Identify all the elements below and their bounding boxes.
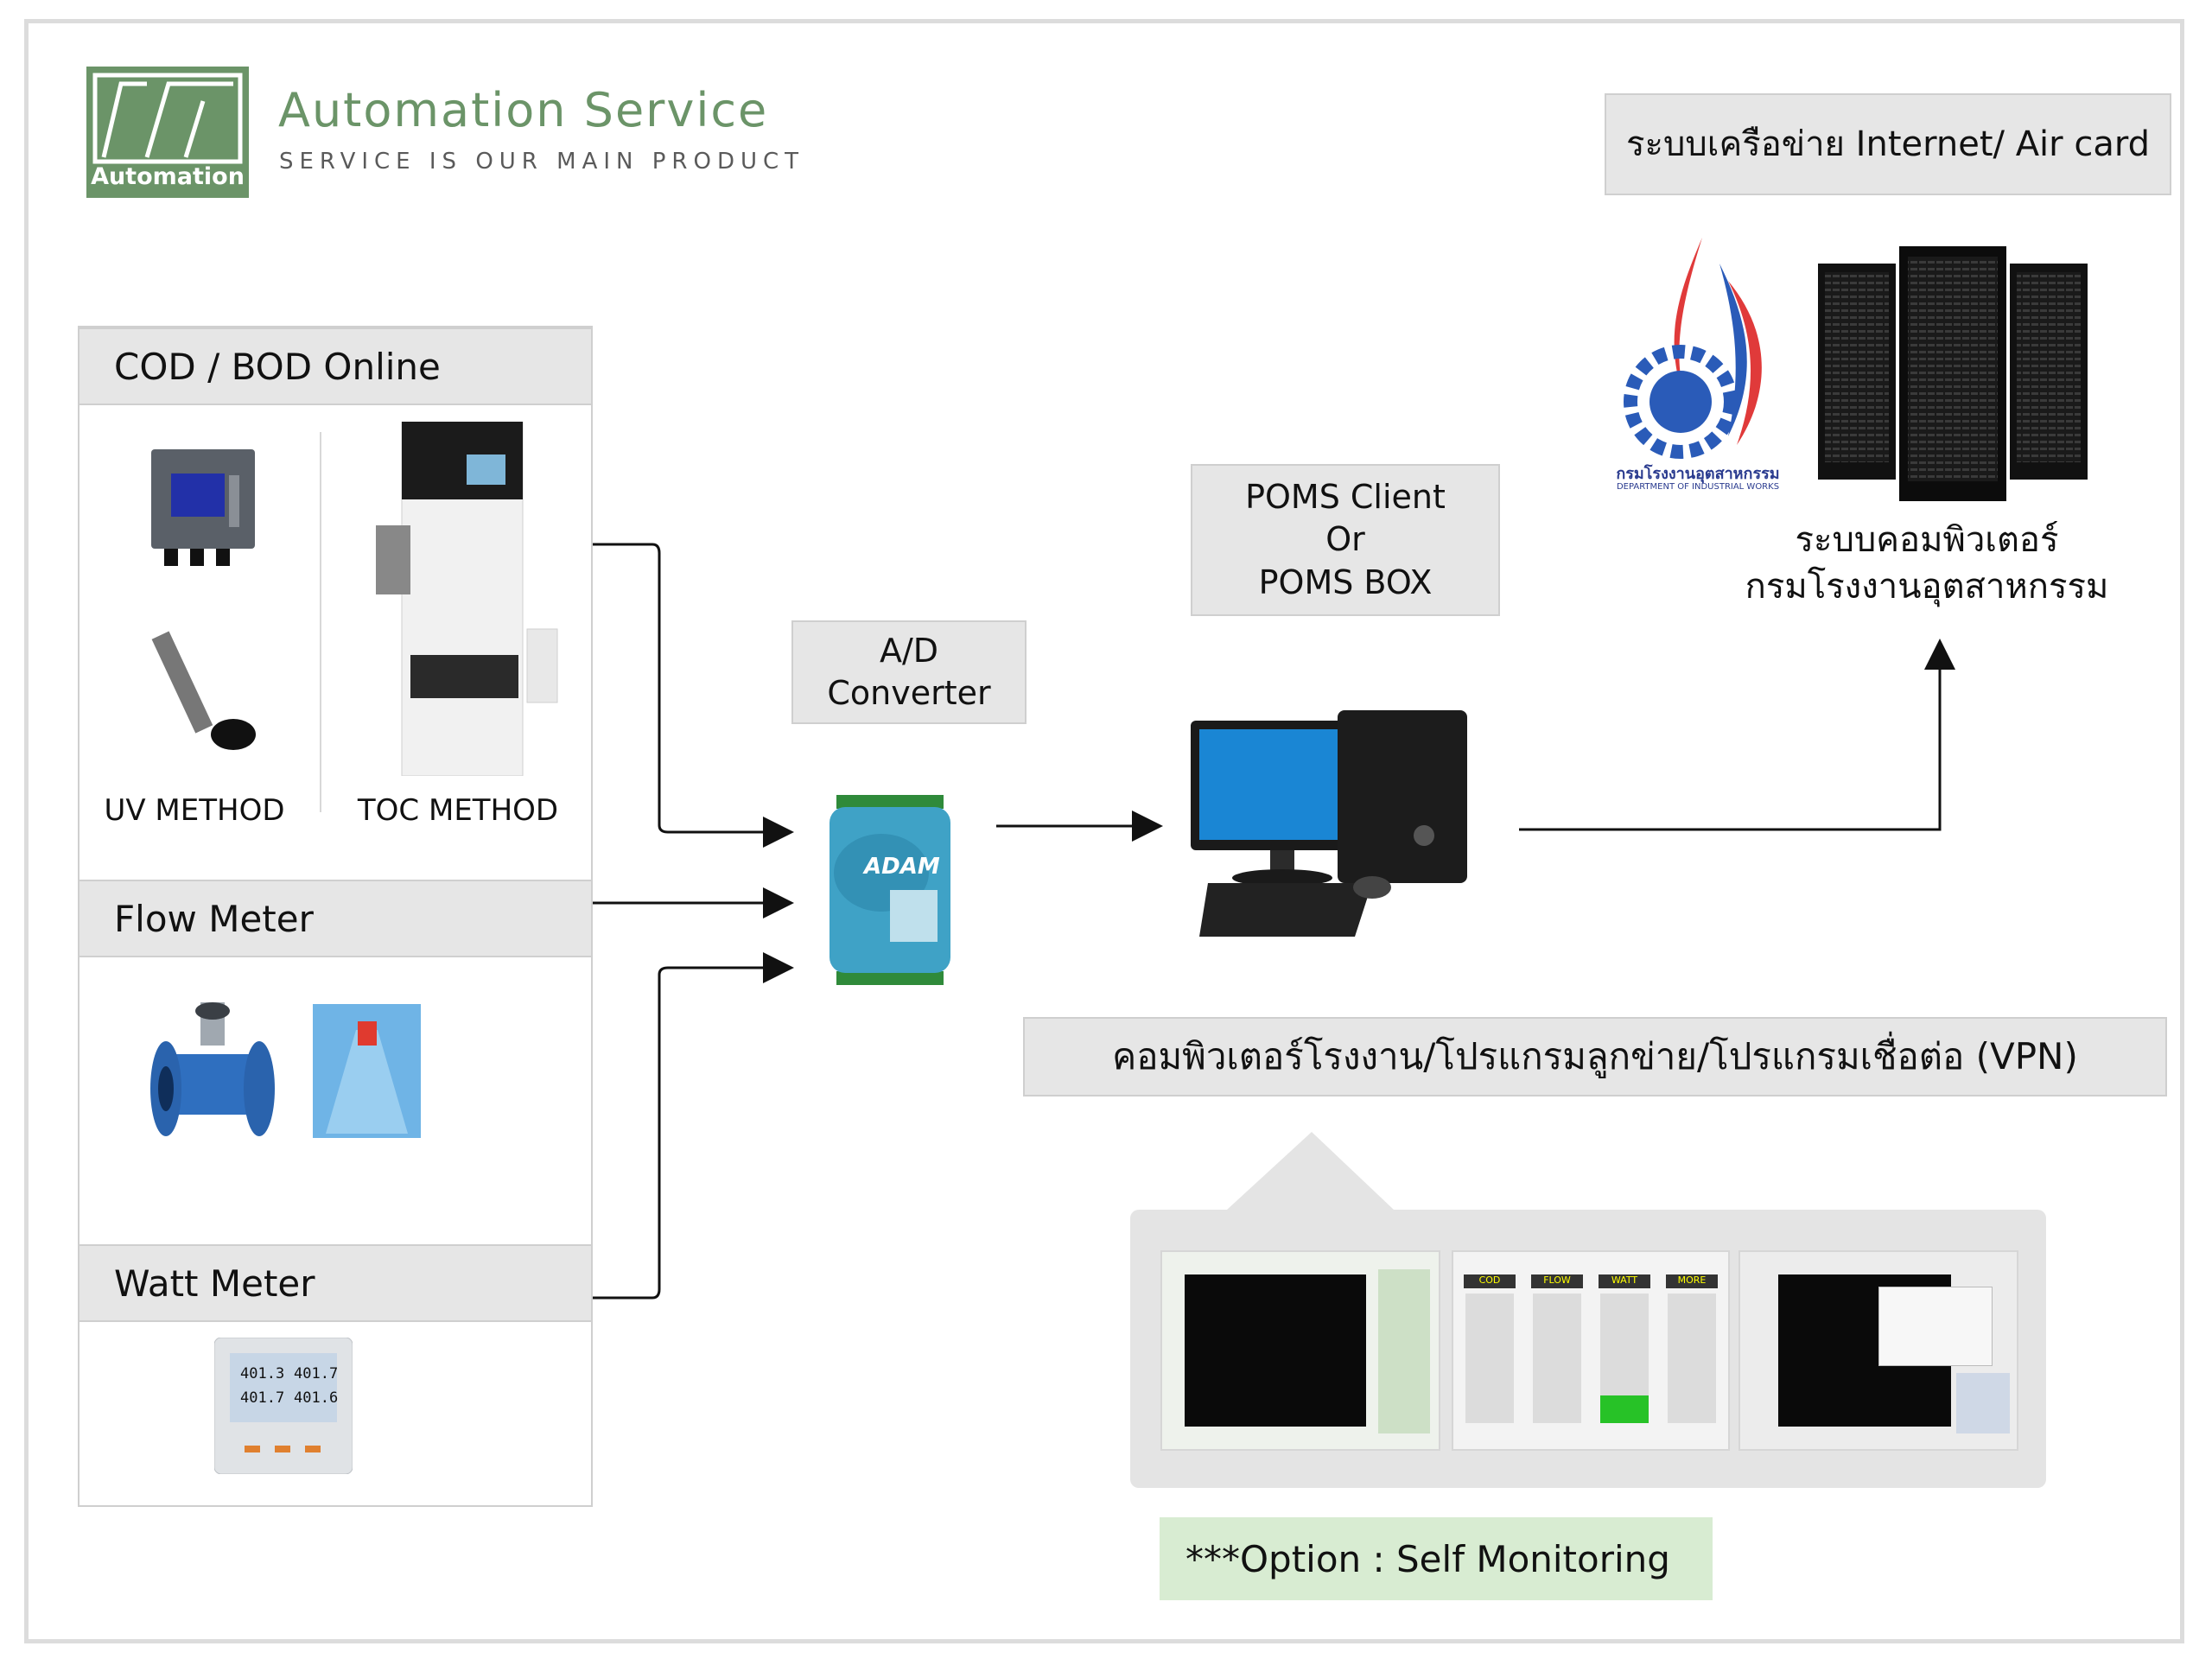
ultrasonic-level-sensor-icon xyxy=(313,1004,421,1138)
method-divider xyxy=(320,432,321,812)
adam-converter-icon xyxy=(830,795,950,985)
ad-converter-line2: Converter xyxy=(827,674,991,712)
cod-bod-header: COD / BOD Online xyxy=(79,327,591,405)
logo-badge-text: Automation xyxy=(91,163,245,190)
company-logo: Automation xyxy=(86,67,249,198)
company-name: Automation Service xyxy=(278,83,769,137)
uv-method-label: UV METHOD xyxy=(104,793,285,828)
diagram-frame xyxy=(24,19,2184,1643)
dept-english-name: DEPARTMENT OF INDUSTRIAL WORKS xyxy=(1616,482,1780,492)
monitor-screen-trend xyxy=(1160,1250,1440,1451)
watt-meter-header: Watt Meter xyxy=(79,1244,591,1322)
tile-more: MORE xyxy=(1666,1274,1718,1288)
poms-line1: POMS Client xyxy=(1245,477,1446,516)
arrow-watt-to-converter xyxy=(593,952,794,1300)
ad-converter-line1: A/D xyxy=(879,631,939,670)
watt-reading-4: 401.6 xyxy=(294,1389,339,1407)
server-caption-line1: ระบบคอมพิวเตอร์ xyxy=(1795,520,2059,560)
poms-line2: Or xyxy=(1325,520,1365,559)
uv-probe-icon xyxy=(151,631,256,750)
arrow-cod-to-converter xyxy=(593,543,794,848)
sensor-panel xyxy=(78,326,593,1507)
ad-converter-label: A/D Converter xyxy=(791,620,1027,724)
monitor-screen-analysis xyxy=(1738,1250,2018,1451)
watt-reading-3: 401.7 xyxy=(240,1389,285,1407)
poms-label: POMS Client Or POMS BOX xyxy=(1191,464,1500,616)
monitor-screen-bars: COD FLOW WATT MORE xyxy=(1452,1250,1730,1451)
toc-method-label: TOC METHOD xyxy=(357,793,559,828)
watt-meter-device-icon xyxy=(214,1338,353,1474)
logo-mark-icon xyxy=(92,73,243,164)
factory-program-label: คอมพิวเตอร์โรงงาน/โปรแกรมลูกข่าย/โปรแกรม… xyxy=(1023,1017,2167,1096)
uv-analyzer-icon xyxy=(151,449,255,566)
tile-cod: COD xyxy=(1464,1274,1516,1288)
dept-thai-name: กรมโรงงานอุตสาหกรรม xyxy=(1616,465,1780,483)
network-label: ระบบเครือข่าย Internet/ Air card xyxy=(1605,93,2171,195)
arrow-computer-to-server xyxy=(1519,639,1955,831)
server-caption-line2: กรมโรงงานอุตสาหกรรม xyxy=(1745,567,2109,607)
flow-meter-header: Flow Meter xyxy=(79,880,591,957)
electromagnetic-flowmeter-icon xyxy=(150,1002,275,1136)
adam-brand: ADAM xyxy=(864,854,940,880)
watt-reading-1: 401.3 xyxy=(240,1365,285,1382)
tile-flow: FLOW xyxy=(1531,1274,1583,1288)
server-rack-icon xyxy=(1818,246,2088,501)
dept-logo: กรมโรงงานอุตสาหกรรม DEPARTMENT OF INDUST… xyxy=(1599,229,1797,497)
dept-emblem-icon xyxy=(1624,238,1762,459)
desktop-computer-icon xyxy=(1191,710,1467,937)
company-tagline: SERVICE IS OUR MAIN PRODUCT xyxy=(279,149,805,175)
tile-watt: WATT xyxy=(1599,1274,1650,1288)
watt-reading-2: 401.7 xyxy=(294,1365,339,1382)
poms-line3: POMS BOX xyxy=(1258,563,1433,601)
toc-analyzer-icon xyxy=(376,422,558,776)
option-label: ***Option : Self Monitoring xyxy=(1160,1517,1713,1600)
